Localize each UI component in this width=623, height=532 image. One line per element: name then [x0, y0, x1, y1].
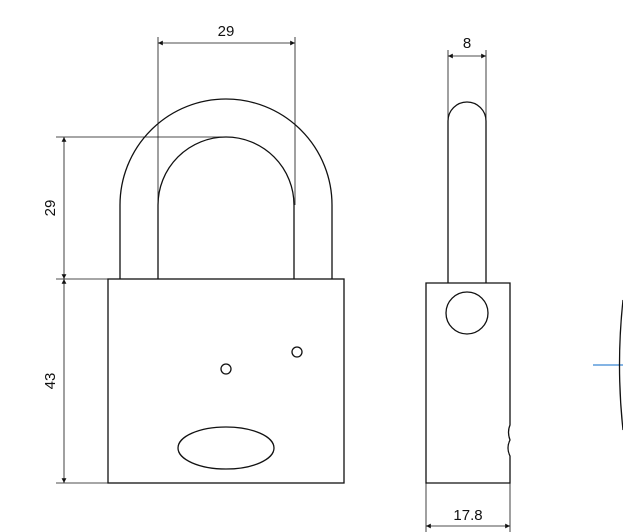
- side-shackle-hole: [445, 291, 489, 335]
- side-view: [425, 101, 511, 484]
- lock-body: [107, 278, 345, 484]
- dimension-label-shackle-height: 29: [42, 200, 59, 217]
- dimension-label-body-height: 43: [42, 373, 59, 390]
- pin-hole-left: [220, 363, 232, 375]
- dimension-label-body-depth: 17.8: [453, 507, 482, 524]
- dimension-label-shackle-width: 29: [218, 23, 235, 40]
- pin-hole-right: [291, 346, 303, 358]
- dimension-body-height: 43: [42, 278, 108, 484]
- side-body: [425, 282, 511, 484]
- dimension-body-depth: 17.8: [425, 483, 511, 532]
- dimension-shackle-width: 29: [157, 23, 296, 205]
- partial-view-curve: [618, 299, 623, 431]
- side-shackle: [447, 101, 487, 283]
- shackle-inner: [157, 136, 295, 279]
- shackle-outer: [119, 98, 333, 279]
- dimension-label-shackle-thickness: 8: [463, 35, 471, 52]
- dimension-shackle-thickness: 8: [447, 35, 487, 121]
- front-view: [107, 98, 345, 484]
- dimension-shackle-height: 29: [42, 136, 226, 280]
- keyhole: [177, 426, 275, 470]
- partial-view-right-edge: [593, 299, 623, 431]
